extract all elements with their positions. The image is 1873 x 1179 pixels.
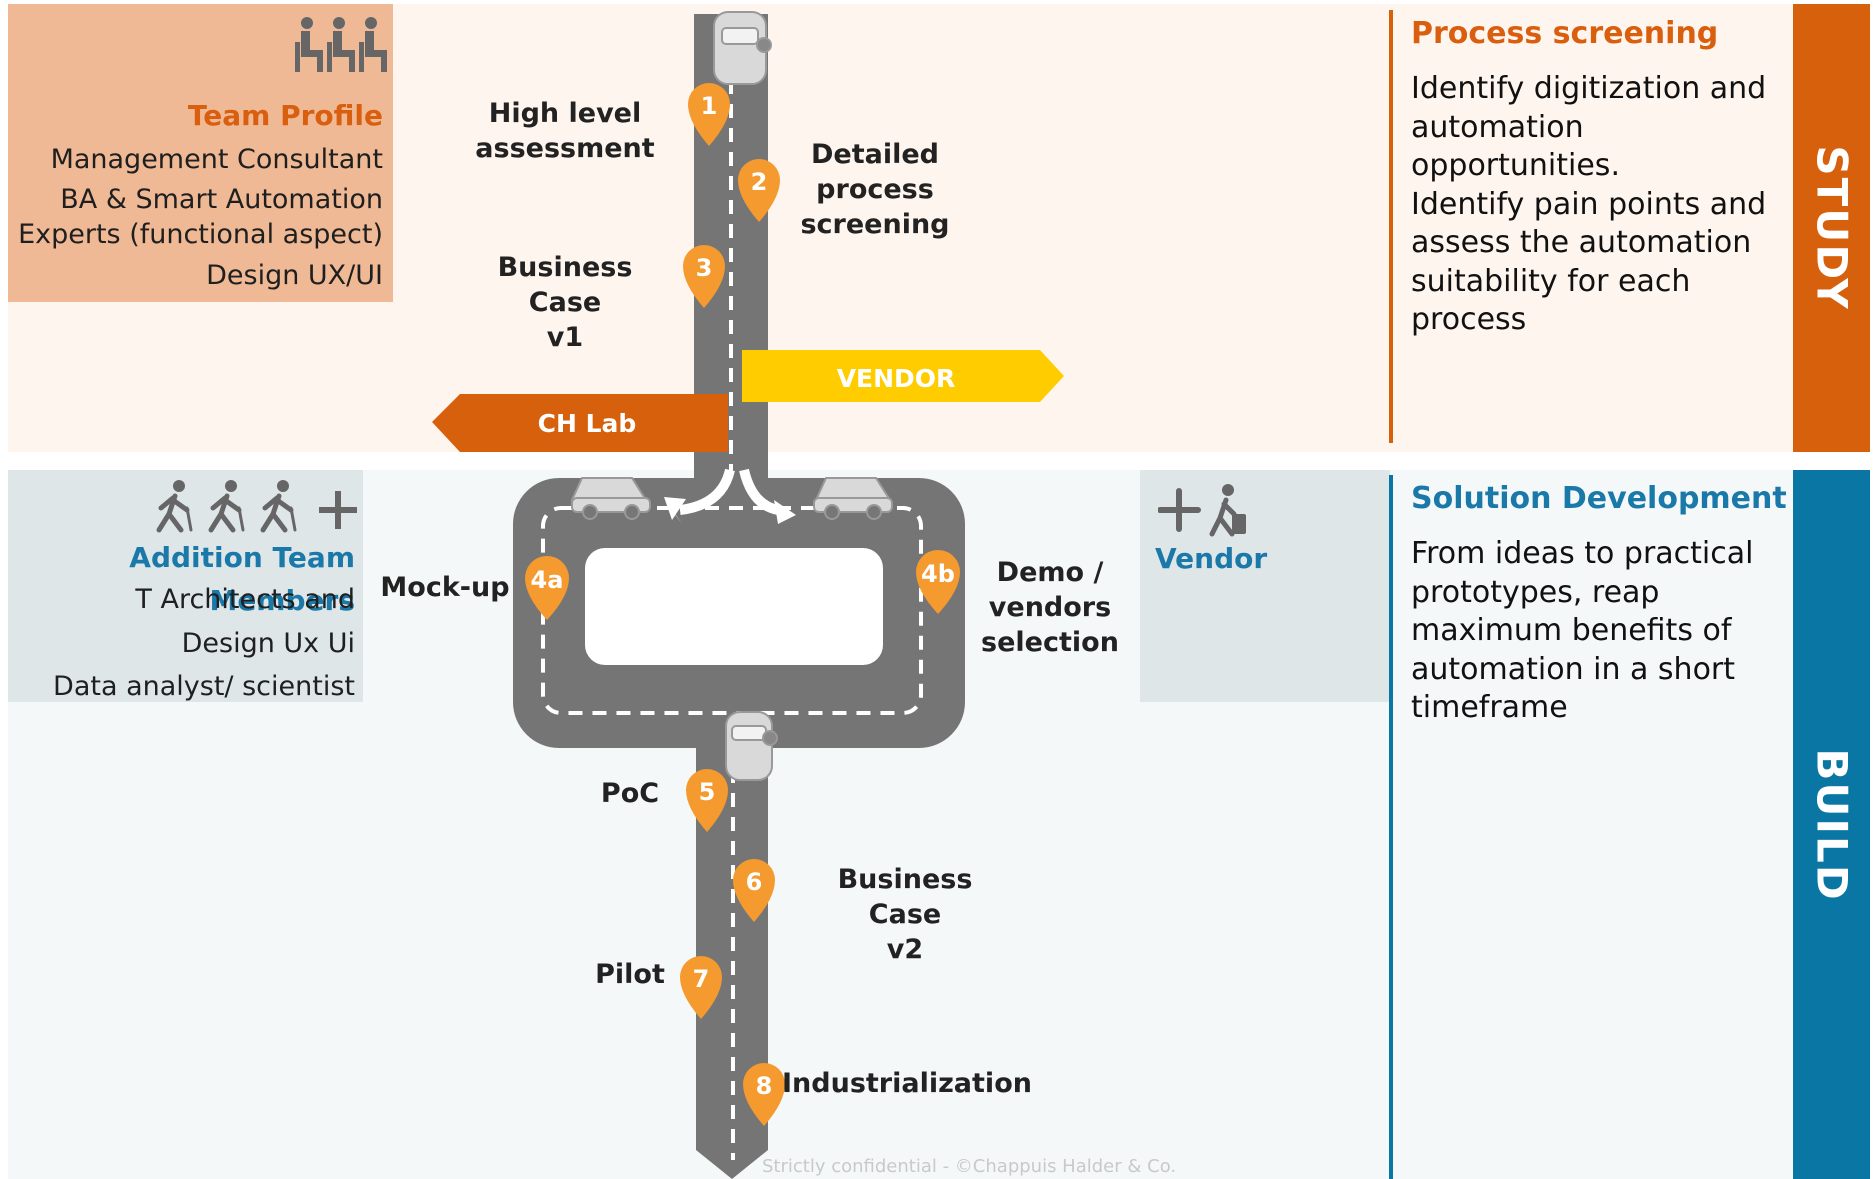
walking-team-icon xyxy=(156,480,357,533)
stage-label-5: PoC xyxy=(600,778,660,809)
study-divider xyxy=(1389,10,1393,443)
ch-lab-sign xyxy=(432,394,728,452)
vendor-box-title: Vendor xyxy=(1155,542,1268,575)
study-title: Process screening xyxy=(1411,16,1719,51)
additional-team-line-1: T Architects and xyxy=(135,584,355,615)
vendor-box: Vendor xyxy=(1140,470,1390,702)
stage-pin-4b: 4b xyxy=(916,550,960,614)
team-profile-line-2: BA & Smart Automation xyxy=(60,184,383,215)
build-title: Solution Development xyxy=(1411,481,1787,516)
additional-team-line-2: Design Ux Ui xyxy=(181,628,355,659)
stage-pin-7: 7 xyxy=(680,956,722,1019)
ch-lab-sign-label: CH Lab xyxy=(538,409,637,438)
additional-team-line-3: Data analyst/ scientist xyxy=(53,671,355,702)
vendor-sign-label: VENDOR xyxy=(837,364,956,393)
stage-pin-3: 3 xyxy=(683,245,725,308)
build-tab: BUILD xyxy=(1793,470,1870,1179)
stage-label-8: Industrialization xyxy=(782,1068,1032,1099)
additional-team-title: Addition Team Members xyxy=(129,541,355,617)
svg-text:3: 3 xyxy=(696,254,713,282)
car-right xyxy=(813,477,893,520)
svg-text:4b: 4b xyxy=(921,560,955,588)
svg-text:6: 6 xyxy=(746,868,763,896)
study-tab: STUDY xyxy=(1793,4,1870,452)
svg-text:1: 1 xyxy=(701,92,718,120)
svg-text:7: 7 xyxy=(693,965,710,993)
right-turn-arrow xyxy=(739,468,780,515)
stage-label-4a: Mock-up xyxy=(380,572,510,603)
svg-text:5: 5 xyxy=(699,778,716,806)
team-profile-box: Team Profile Management Consultant BA & … xyxy=(8,4,393,302)
roundabout-center xyxy=(585,548,883,665)
stage-pin-4a: 4a xyxy=(525,556,569,620)
team-profile-title: Team Profile xyxy=(187,99,383,132)
stage-pin-2: 2 xyxy=(738,159,780,222)
vendor-sign xyxy=(742,350,1064,402)
svg-text:8: 8 xyxy=(756,1072,773,1100)
footer-confidential: Strictly confidential - ©Chappuis Halder… xyxy=(762,1156,1177,1177)
seated-team-icon xyxy=(295,17,387,72)
svg-text:4a: 4a xyxy=(531,566,564,594)
build-divider xyxy=(1389,475,1393,1179)
team-profile-line-1: Management Consultant xyxy=(50,144,383,175)
stage-pin-5: 5 xyxy=(686,769,728,832)
car-bottom xyxy=(725,711,778,781)
team-profile-line-3: Experts (functional aspect) xyxy=(18,219,383,250)
vendor-traveler-icon xyxy=(1158,484,1246,537)
car-left xyxy=(570,477,651,520)
team-profile-line-4: Design UX/UI xyxy=(206,260,383,291)
stage-pin-8: 8 xyxy=(743,1063,785,1126)
additional-team-box: Addition Team Members T Architects and D… xyxy=(8,470,363,702)
car-top xyxy=(713,11,772,85)
svg-text:2: 2 xyxy=(751,168,768,196)
stage-pin-1: 1 xyxy=(688,83,730,146)
stage-pin-6: 6 xyxy=(733,859,775,922)
right-arrowhead xyxy=(774,500,796,524)
stage-label-7: Pilot xyxy=(595,959,665,990)
left-turn-arrow xyxy=(679,468,735,515)
left-arrowhead xyxy=(664,497,686,524)
